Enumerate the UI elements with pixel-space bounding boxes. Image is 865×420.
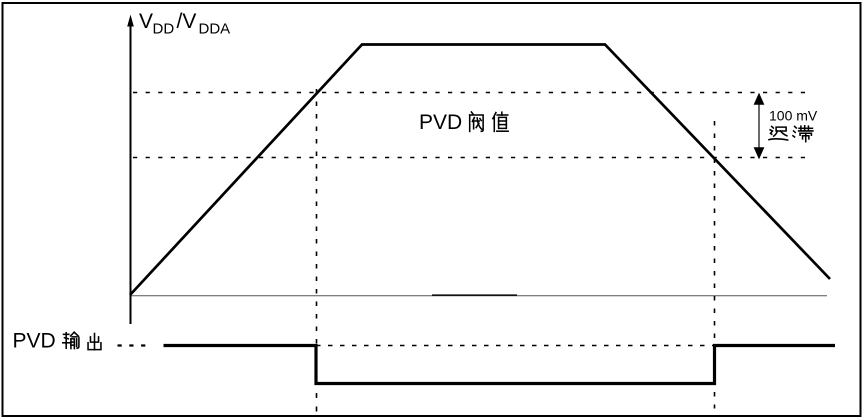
svg-text:/V: /V <box>177 10 197 33</box>
svg-text:PVD: PVD <box>419 111 462 134</box>
svg-text:V: V <box>139 10 153 33</box>
svg-text:100 mV: 100 mV <box>769 108 818 124</box>
svg-text:DDA: DDA <box>199 21 231 38</box>
svg-text:DD: DD <box>153 21 175 38</box>
svg-text:PVD: PVD <box>13 330 56 353</box>
